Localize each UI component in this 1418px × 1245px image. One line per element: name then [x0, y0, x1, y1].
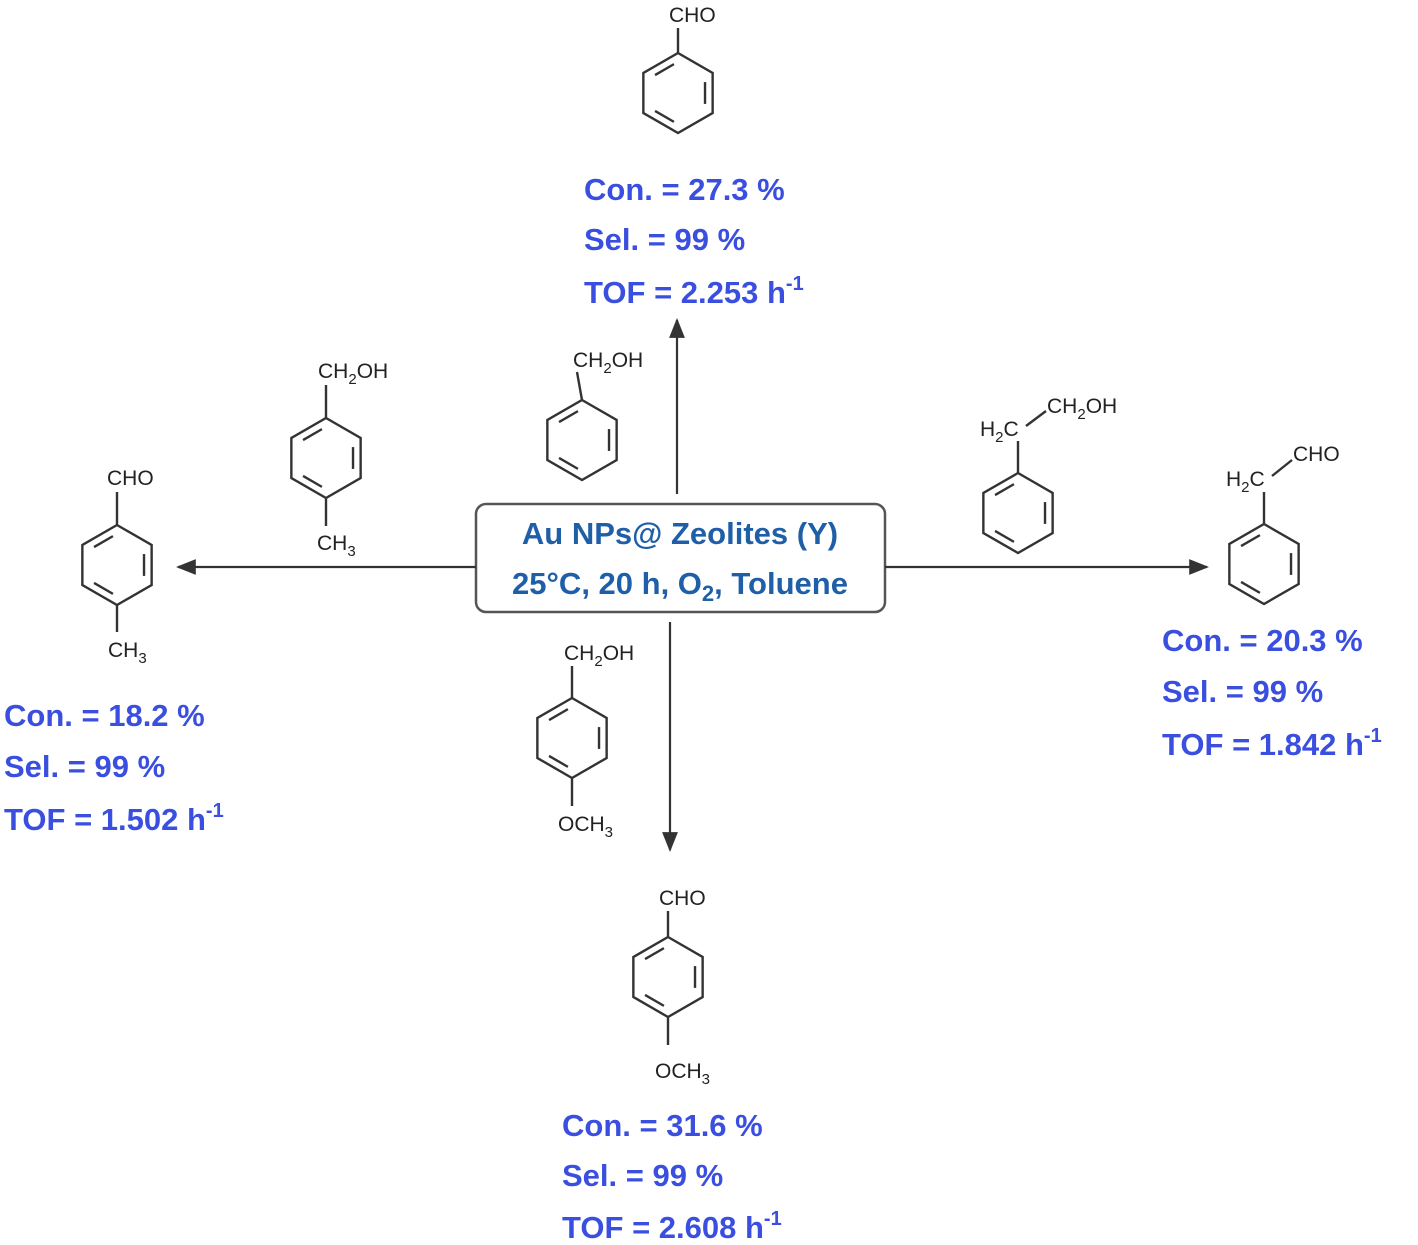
tof-top: TOF = 2.253 h-1 — [584, 273, 804, 310]
ring-double-bond — [644, 947, 665, 961]
catalyst-name: Au NPs@ Zeolites (Y) — [522, 516, 838, 551]
ring-outline — [81, 523, 153, 607]
substrate-group-label: CH2OH — [1047, 395, 1117, 423]
ring-double-bond — [558, 456, 579, 470]
selectivity-left: Sel. = 99 % — [4, 749, 165, 784]
product-benzaldehyde: CHO — [642, 4, 716, 135]
benzene-ring — [1228, 522, 1300, 606]
selectivity-top: Sel. = 99 % — [584, 222, 745, 257]
substrate-para-label: CH3 — [317, 532, 356, 560]
ring-double-bond — [1240, 580, 1261, 594]
reaction-conditions: 25°C, 20 h, O2, Toluene — [512, 566, 848, 606]
substrate-benzyl-alcohol: CH2OH — [546, 349, 643, 482]
conversion-left: Con. = 18.2 % — [4, 698, 205, 733]
product-chain-label: H2C — [1226, 468, 1265, 496]
ring-double-bond — [558, 410, 579, 424]
selectivity-bottom: Sel. = 99 % — [562, 1158, 723, 1193]
benzene-ring — [632, 935, 704, 1019]
ring-double-bond — [93, 581, 114, 595]
substrate-4-methoxybenzyl-alcohol: CH2OH OCH3 — [536, 642, 634, 841]
benzene-ring — [81, 523, 153, 607]
ring-double-bond — [302, 428, 323, 442]
product-para-label: CH3 — [108, 639, 147, 667]
product-group-label: CHO — [669, 4, 716, 27]
substrate-group-label: CH2OH — [573, 349, 643, 377]
results-top: Con. = 27.3 % Sel. = 99 % TOF = 2.253 h-… — [584, 172, 804, 310]
tof-right: TOF = 1.842 h-1 — [1162, 725, 1382, 762]
substrate-group-label: CH2OH — [318, 360, 388, 388]
product-para-label: OCH3 — [655, 1060, 710, 1088]
conversion-bottom: Con. = 31.6 % — [562, 1108, 763, 1143]
product-phenylacetaldehyde: H2C CHO — [1226, 443, 1340, 606]
ring-double-bond — [302, 474, 323, 488]
product-group-label: CHO — [1293, 443, 1340, 466]
product-group-label: CHO — [659, 887, 706, 910]
results-bottom: Con. = 31.6 % Sel. = 99 % TOF = 2.608 h-… — [562, 1108, 782, 1245]
ring-outline — [546, 398, 618, 482]
ring-outline — [632, 935, 704, 1019]
substrate-group-label: CH2OH — [564, 642, 634, 670]
benzene-ring — [982, 471, 1054, 555]
benzene-ring — [546, 398, 618, 482]
tof-bottom: TOF = 2.608 h-1 — [562, 1208, 782, 1245]
conversion-top: Con. = 27.3 % — [584, 172, 785, 207]
benzene-ring — [536, 696, 608, 780]
benzene-ring — [290, 416, 362, 500]
ring-double-bond — [994, 529, 1015, 543]
catalyst-box-border — [474, 502, 887, 614]
product-group-label: CHO — [107, 467, 154, 490]
ring-outline — [982, 471, 1054, 555]
ring-double-bond — [93, 535, 114, 549]
catalyst-box: Au NPs@ Zeolites (Y) 25°C, 20 h, O2, Tol… — [474, 502, 887, 614]
ring-double-bond — [548, 754, 569, 768]
ring-outline — [290, 416, 362, 500]
benzene-ring — [642, 51, 714, 135]
substrate-4-methylbenzyl-alcohol: CH2OH CH3 — [290, 360, 388, 560]
ring-outline — [536, 696, 608, 780]
selectivity-right: Sel. = 99 % — [1162, 674, 1323, 709]
ring-outline — [1228, 522, 1300, 606]
results-right: Con. = 20.3 % Sel. = 99 % TOF = 1.842 h-… — [1162, 623, 1382, 762]
ring-double-bond — [994, 483, 1015, 497]
ring-double-bond — [644, 993, 665, 1007]
ring-double-bond — [654, 63, 675, 77]
results-left: Con. = 18.2 % Sel. = 99 % TOF = 1.502 h-… — [4, 698, 224, 837]
substrate-2-phenylethanol: H2C CH2OH — [980, 395, 1117, 555]
ring-double-bond — [1240, 534, 1261, 548]
conversion-right: Con. = 20.3 % — [1162, 623, 1363, 658]
substrate-para-label: OCH3 — [558, 813, 613, 841]
product-4-methoxybenzaldehyde: CHO OCH3 — [632, 887, 710, 1088]
tof-left: TOF = 1.502 h-1 — [4, 800, 224, 837]
ring-outline — [642, 51, 714, 135]
substrate-chain-label: H2C — [980, 418, 1019, 446]
ring-double-bond — [548, 708, 569, 722]
product-4-methylbenzaldehyde: CHO CH3 — [81, 467, 154, 667]
ring-double-bond — [654, 109, 675, 123]
